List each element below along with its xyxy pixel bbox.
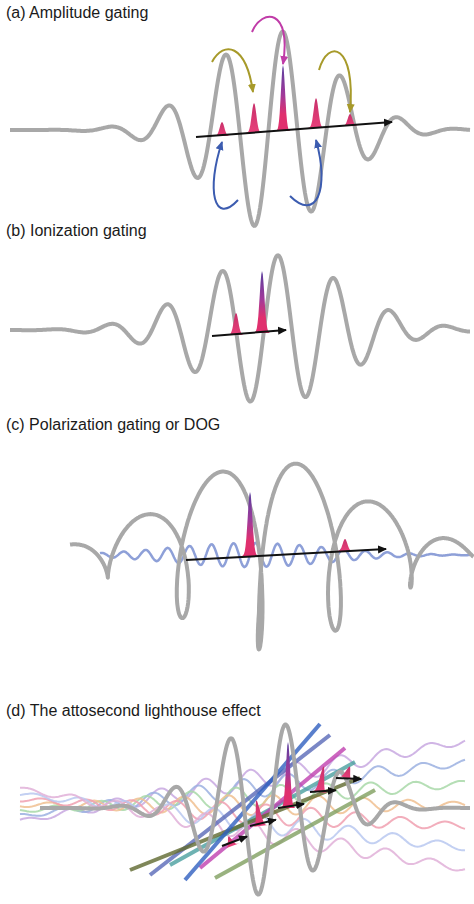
attosecond-pulse: [227, 313, 245, 335]
panel-a: [10, 17, 470, 226]
panel-label: (d) The attosecond lighthouse effect: [4, 702, 263, 720]
panel-c: [70, 464, 473, 650]
panel-label: (c) Polarization gating or DOG: [4, 416, 222, 434]
laser-field: [40, 725, 470, 895]
attosecond-pulse: [241, 492, 259, 556]
panel-b: [10, 255, 470, 401]
attosecond-pulse: [336, 539, 354, 551]
attosecond-pulse: [253, 271, 271, 333]
laser-field: [10, 255, 470, 401]
panel-label: (a) Amplitude gating: [4, 4, 150, 22]
time-axis: [212, 330, 286, 336]
return-arrow: [290, 140, 322, 205]
time-axis: [186, 549, 386, 560]
attosecond-pulse: [245, 103, 263, 133]
attosecond-pulse: [280, 742, 296, 808]
panel-d: [20, 724, 470, 895]
time-axis: [196, 122, 392, 137]
return-arrow: [319, 51, 351, 112]
pulse-direction: [250, 820, 276, 826]
pulse-direction: [336, 777, 361, 780]
pulse-direction: [222, 837, 247, 846]
elliptical-field: [70, 464, 473, 650]
beam-direction: [215, 790, 375, 878]
return-arrow: [212, 49, 253, 92]
pulse-direction: [310, 790, 336, 792]
laser-field: [10, 32, 470, 226]
return-arrow: [214, 142, 238, 209]
attosecond-pulse: [312, 765, 331, 793]
pulse-direction: [278, 804, 304, 808]
panel-label: (b) Ionization gating: [4, 222, 149, 240]
attosecond-pulse: [275, 65, 291, 131]
attosecond-pulse: [307, 98, 325, 128]
beam-direction: [150, 735, 330, 875]
return-arrow: [252, 17, 285, 64]
